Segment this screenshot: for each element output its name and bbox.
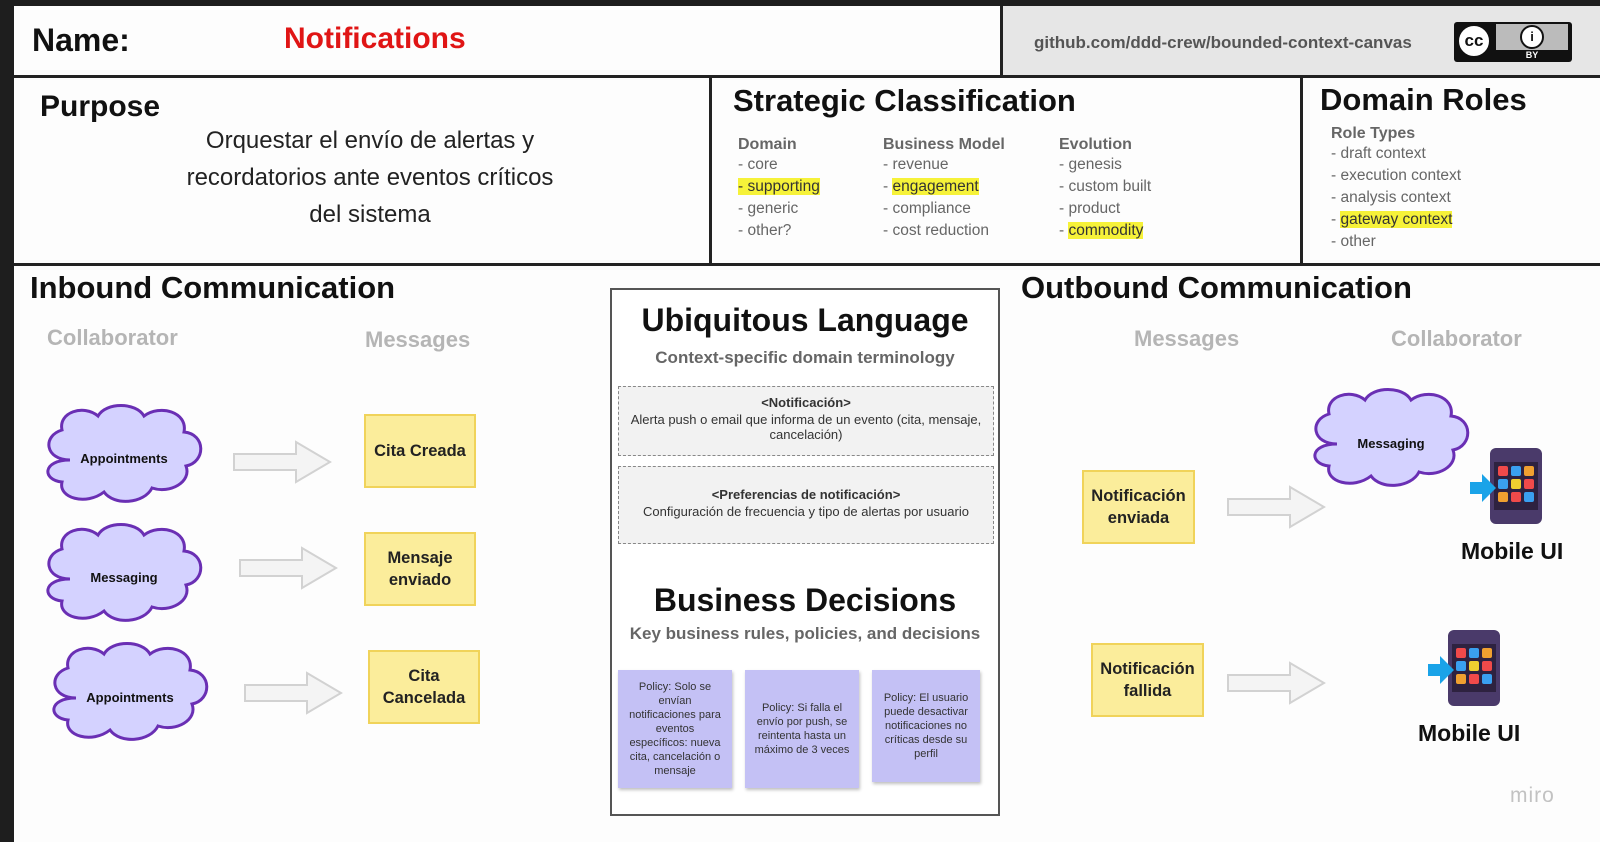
domain-column: Domain - core - supporting - generic - o…	[738, 136, 820, 242]
svg-text:Appointments: Appointments	[80, 451, 167, 466]
business-decisions-subtitle: Key business rules, policies, and decisi…	[629, 624, 981, 643]
business-model-column: Business Model - revenue - engagement - …	[883, 136, 1005, 239]
purpose-text: Orquestar el envío de alertas y recordat…	[186, 127, 554, 228]
collaborator-cloud-messaging-outbound[interactable]: Messaging	[1313, 388, 1470, 487]
header-rule	[14, 75, 1600, 78]
github-link[interactable]: github.com/ddd-crew/bounded-context-canv…	[1034, 33, 1412, 52]
evolution-column: Evolution - genesis - custom built - pro…	[1059, 136, 1152, 239]
domain-other: - other?	[738, 222, 792, 239]
mobile-app-icon	[1470, 448, 1542, 524]
mobile-ui-label-2: Mobile UI	[1418, 720, 1521, 746]
mobile-ui-label: Mobile UI	[1461, 538, 1564, 564]
outbound-title: Outbound Communication	[1021, 270, 1412, 305]
context-name: Notifications	[284, 22, 466, 55]
outbound-collaborator-heading: Collaborator	[1391, 326, 1522, 351]
role-types: Role Types - draft context - execution c…	[1331, 125, 1462, 250]
domain-supporting-highlighted: - supporting	[738, 178, 820, 195]
miro-watermark: miro	[1510, 784, 1555, 807]
svg-text:Appointments: Appointments	[86, 690, 173, 705]
outbound-arrow-2	[1227, 662, 1325, 704]
inbound-arrow-1	[233, 441, 331, 483]
inbound-collaborator-heading: Collaborator	[47, 325, 178, 350]
policy-sticky[interactable]: Policy: Solo se envían notificaciones pa…	[618, 670, 732, 788]
outbound-messages-heading: Messages	[1134, 326, 1240, 351]
outbound-message-sticky[interactable]: Notificación enviada	[1082, 470, 1195, 544]
svg-text:Messaging: Messaging	[1357, 436, 1424, 451]
inbound-title: Inbound Communication	[30, 270, 396, 305]
inbound-arrow-3	[244, 672, 342, 714]
policy-sticky[interactable]: Policy: El usuario puede desactivar noti…	[872, 670, 980, 782]
ubiquitous-language-title: Ubiquitous Language	[641, 302, 969, 338]
svg-text:Messaging: Messaging	[90, 570, 157, 585]
cc-by-icon: cc i BY	[1454, 22, 1572, 62]
business-model-engagement-highlighted: engagement	[892, 178, 979, 195]
purpose-divider	[709, 75, 712, 265]
term-card[interactable]: <Notificación> Alerta push o email que i…	[618, 386, 994, 456]
term-card[interactable]: <Preferencias de notificación> Configura…	[618, 466, 994, 544]
collaborator-cloud-appointments-2[interactable]: Appointments	[52, 642, 209, 741]
collaborator-cloud-appointments[interactable]: Appointments	[46, 404, 203, 503]
business-decisions-title: Business Decisions	[653, 582, 957, 618]
policy-sticky[interactable]: Policy: Si falla el envío por push, se r…	[745, 670, 859, 788]
purpose-title: Purpose	[40, 90, 161, 123]
inbound-message-sticky[interactable]: Cita Cancelada	[368, 650, 480, 724]
domain-core: - core	[738, 156, 778, 173]
ubiquitous-language-subtitle: Context-specific domain terminology	[655, 348, 955, 367]
roles-divider	[1300, 75, 1303, 265]
header-divider	[1000, 6, 1003, 78]
name-label: Name:	[32, 22, 130, 58]
domain-generic: - generic	[738, 200, 799, 217]
outbound-message-sticky[interactable]: Notificación fallida	[1091, 643, 1204, 717]
strategic-classification-title: Strategic Classification	[733, 83, 1076, 118]
inbound-message-sticky[interactable]: Mensaje enviado	[364, 532, 476, 606]
role-gateway-highlighted: gateway context	[1340, 211, 1453, 228]
inbound-message-sticky[interactable]: Cita Creada	[364, 414, 476, 488]
collaborator-cloud-messaging[interactable]: Messaging	[46, 523, 203, 622]
inbound-messages-heading: Messages	[365, 327, 471, 352]
evolution-commodity-highlighted: commodity	[1068, 222, 1144, 239]
middle-rule	[14, 263, 1600, 266]
mobile-app-icon-2	[1428, 630, 1500, 706]
outbound-arrow-1	[1227, 486, 1325, 528]
domain-roles-title: Domain Roles	[1320, 82, 1527, 117]
inbound-arrow-2	[239, 547, 337, 589]
